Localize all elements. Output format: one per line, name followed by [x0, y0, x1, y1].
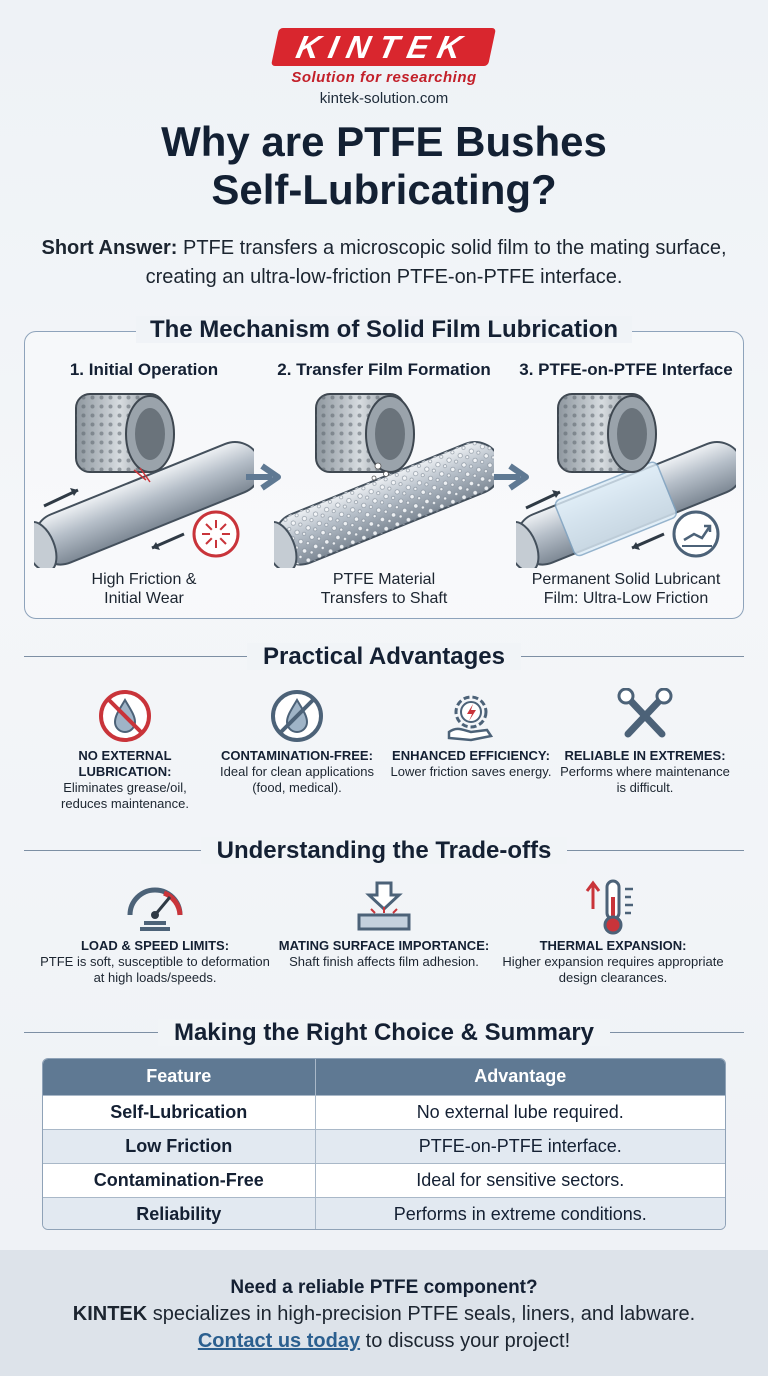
column-header: Feature	[43, 1059, 315, 1095]
short-answer-label: Short Answer:	[41, 237, 178, 259]
tradeoff-text: Higher expansion requires appropriate de…	[502, 954, 724, 985]
friction-warning-icon	[192, 510, 240, 558]
cta-question: Need a reliable PTFE component?	[230, 1277, 538, 1298]
caption-line: Initial Wear	[104, 590, 184, 607]
energy-gear-icon	[447, 695, 494, 742]
advantage-cell: Performs in extreme conditions.	[314, 1196, 725, 1229]
title-line-2: Self-Lubricating?	[211, 166, 557, 213]
table-row: Self-Lubrication No external lube requir…	[43, 1094, 725, 1129]
caption-line: PTFE Material	[332, 571, 436, 588]
step-heading: 2. Transfer Film Formation	[277, 360, 491, 379]
advantage-heading: CONTAMINATION-FREE:	[221, 748, 373, 763]
table-row: Contamination-Free Ideal for sensitive s…	[43, 1162, 725, 1197]
advantage-cell: No external lube required.	[314, 1094, 725, 1129]
cta-description-text: specializes in high-precision PTFE seals…	[147, 1303, 696, 1325]
advantage-cell: PTFE-on-PTFE interface.	[314, 1128, 725, 1163]
feature-cell: Low Friction	[43, 1128, 315, 1163]
initial-operation-illustration	[34, 393, 254, 568]
advantages-section-title: Practical Advantages	[24, 642, 744, 672]
mechanism-step-2: 2. Transfer Film Formation PTFE Material…	[264, 360, 504, 607]
advantage-heading: RELIABLE IN EXTREMES:	[564, 748, 726, 763]
advantage-item: CONTAMINATION-FREE: Ideal for clean appl…	[212, 684, 382, 796]
tradeoff-text: Shaft finish affects film adhesion.	[289, 954, 479, 969]
table-header-row: Feature Advantage	[43, 1059, 725, 1095]
contamination-free-icon	[271, 690, 323, 742]
column-header: Advantage	[314, 1059, 725, 1095]
table-row: Reliability Performs in extreme conditio…	[43, 1196, 725, 1229]
tradeoff-heading: THERMAL EXPANSION:	[539, 938, 687, 953]
wrench-icon	[617, 688, 673, 738]
step-arrow-icon	[246, 463, 281, 491]
logo-mark: KINTEK	[271, 28, 497, 66]
mechanism-title: The Mechanism of Solid Film Lubrication	[0, 316, 768, 344]
summary-section-title: Making the Right Choice & Summary	[24, 1018, 744, 1048]
press-surface-icon	[357, 881, 411, 931]
caption-line: Film: Ultra-Low Friction	[543, 590, 709, 607]
mechanism-step-3: 3. PTFE-on-PTFE Interface Permanent Soli…	[506, 360, 746, 607]
transfer-film-illustration	[274, 393, 494, 568]
feature-cell: Contamination-Free	[43, 1162, 315, 1197]
gauge-icon	[127, 887, 183, 931]
contact-us-link[interactable]: Contact us today	[197, 1330, 361, 1352]
tradeoff-heading: LOAD & SPEED LIMITS:	[80, 938, 230, 953]
tradeoff-item: MATING SURFACE IMPORTANCE: Shaft finish …	[269, 876, 499, 970]
advantage-item: RELIABLE IN EXTREMES: Performs where mai…	[560, 684, 730, 796]
page-title: Why are PTFE Bushes Self-Lubricating?	[0, 118, 768, 214]
step-heading: 1. Initial Operation	[69, 360, 219, 379]
section-title-text: Practical Advantages	[247, 643, 521, 670]
step-caption: High Friction & Initial Wear	[24, 570, 264, 608]
no-oil-drop-icon	[99, 690, 151, 742]
advantage-text: Performs where maintenance is difficult.	[560, 764, 730, 795]
title-line-1: Why are PTFE Bushes	[161, 118, 607, 165]
section-title-text: Understanding the Trade-offs	[200, 837, 568, 864]
caption-line: Permanent Solid Lubricant	[531, 571, 721, 588]
advantage-text: Ideal for clean applications (food, medi…	[220, 764, 374, 795]
thermometer-icon	[585, 879, 633, 935]
tradeoff-item: THERMAL EXPANSION: Higher expansion requ…	[498, 876, 728, 986]
summary-table: Feature Advantage Self-Lubrication No ex…	[42, 1058, 726, 1230]
advantage-cell: Ideal for sensitive sectors.	[314, 1162, 725, 1197]
brand-logo: KINTEK Solution for researching kintek-s…	[0, 28, 768, 107]
section-title-text: Making the Right Choice & Summary	[157, 1019, 611, 1046]
table-row: Low Friction PTFE-on-PTFE interface.	[43, 1128, 725, 1163]
advantage-text: Eliminates grease/oil, reduces maintenan…	[61, 780, 189, 811]
caption-line: High Friction &	[91, 571, 197, 588]
tradeoff-text: PTFE is soft, susceptible to deformation…	[40, 954, 270, 985]
advantage-item: NO EXTERNAL LUBRICATION: Eliminates grea…	[40, 684, 210, 812]
footer-cta: Need a reliable PTFE component? KINTEK s…	[0, 1250, 768, 1376]
tradeoff-item: LOAD & SPEED LIMITS: PTFE is soft, susce…	[40, 876, 270, 986]
short-answer: Short Answer: PTFE transfers a microscop…	[40, 234, 728, 292]
caption-line: Transfers to Shaft	[320, 590, 448, 607]
cta-brand: KINTEK	[72, 1303, 148, 1325]
ptfe-interface-illustration	[516, 393, 736, 568]
tradeoffs-section-title: Understanding the Trade-offs	[24, 836, 744, 866]
tradeoff-heading: MATING SURFACE IMPORTANCE:	[278, 938, 490, 953]
mechanism-step-1: 1. Initial Operation High Friction &Ini	[24, 360, 264, 607]
advantage-heading: NO EXTERNAL LUBRICATION:	[78, 748, 172, 779]
site-url[interactable]: kintek-solution.com	[319, 90, 449, 107]
logo-tagline: Solution for researching	[291, 69, 477, 86]
advantage-text: Lower friction saves energy.	[390, 764, 552, 779]
cta-contact-text: to discuss your project!	[360, 1330, 571, 1352]
advantage-heading: ENHANCED EFFICIENCY:	[392, 748, 550, 763]
short-answer-text: PTFE transfers a microscopic solid film …	[145, 237, 727, 288]
advantage-item: ENHANCED EFFICIENCY: Lower friction save…	[386, 684, 556, 780]
step-heading: 3. PTFE-on-PTFE Interface	[519, 360, 733, 379]
cta-contact-line: Contact us today to discuss your project…	[0, 1328, 768, 1355]
feature-cell: Reliability	[43, 1196, 315, 1229]
feature-cell: Self-Lubrication	[43, 1094, 315, 1129]
step-arrow-icon	[494, 463, 529, 491]
low-friction-trend-icon	[672, 510, 720, 558]
cta-description: KINTEK specializes in high-precision PTF…	[0, 1301, 768, 1328]
mechanism-title-text: The Mechanism of Solid Film Lubrication	[135, 316, 633, 343]
